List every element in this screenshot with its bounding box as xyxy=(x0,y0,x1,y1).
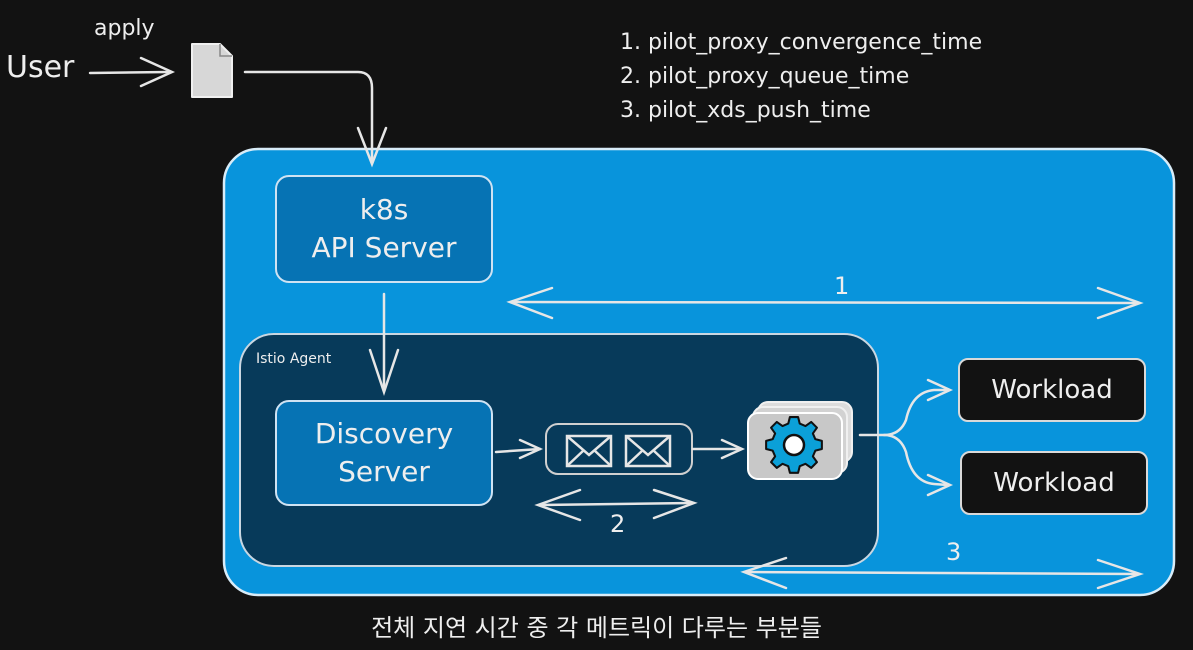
diagram-caption: 전체 지연 시간 중 각 메트릭이 다루는 부분들 xyxy=(371,614,822,642)
workload-box: Workload xyxy=(958,358,1146,422)
envelope-icon xyxy=(624,434,672,468)
proxy-to-workloads-arrows xyxy=(858,378,954,497)
span-arrow-2 xyxy=(534,488,698,522)
k8s-api-server-box: k8s API Server xyxy=(275,175,493,283)
k8s-to-discovery-arrow xyxy=(368,292,400,396)
document-to-k8s-arrow xyxy=(243,70,388,168)
span-label-3: 3 xyxy=(946,538,962,566)
discovery-box-line2: Server xyxy=(338,455,430,488)
user-to-document-arrow xyxy=(88,56,176,88)
span-arrow-3 xyxy=(740,556,1144,590)
metric-item: 1. pilot_proxy_convergence_time xyxy=(620,30,983,55)
message-queue xyxy=(545,423,693,475)
span-arrow-1 xyxy=(506,286,1144,320)
user-label: User xyxy=(6,50,75,85)
discovery-to-queue-arrow xyxy=(494,438,544,460)
proxy-stack xyxy=(747,401,853,480)
span-label-2: 2 xyxy=(610,510,626,538)
envelope-icon xyxy=(565,434,613,468)
metric-item: 2. pilot_proxy_queue_time xyxy=(620,64,910,89)
discovery-box-line1: Discovery xyxy=(314,417,454,450)
k8s-box-line1: k8s xyxy=(359,193,409,226)
k8s-box-line2: API Server xyxy=(311,231,457,264)
metric-item: 3. pilot_xds_push_time xyxy=(620,98,871,123)
workload-box: Workload xyxy=(960,451,1148,515)
metrics-list: 1. pilot_proxy_convergence_time 2. pilot… xyxy=(620,26,982,128)
istio-agent-label: Istio Agent xyxy=(256,351,332,367)
gear-icon xyxy=(765,416,823,474)
apply-label: apply xyxy=(94,16,155,41)
document-icon xyxy=(191,43,233,98)
queue-to-proxy-arrow xyxy=(691,438,746,460)
discovery-server-box: Discovery Server xyxy=(275,400,493,506)
span-label-1: 1 xyxy=(834,272,850,300)
